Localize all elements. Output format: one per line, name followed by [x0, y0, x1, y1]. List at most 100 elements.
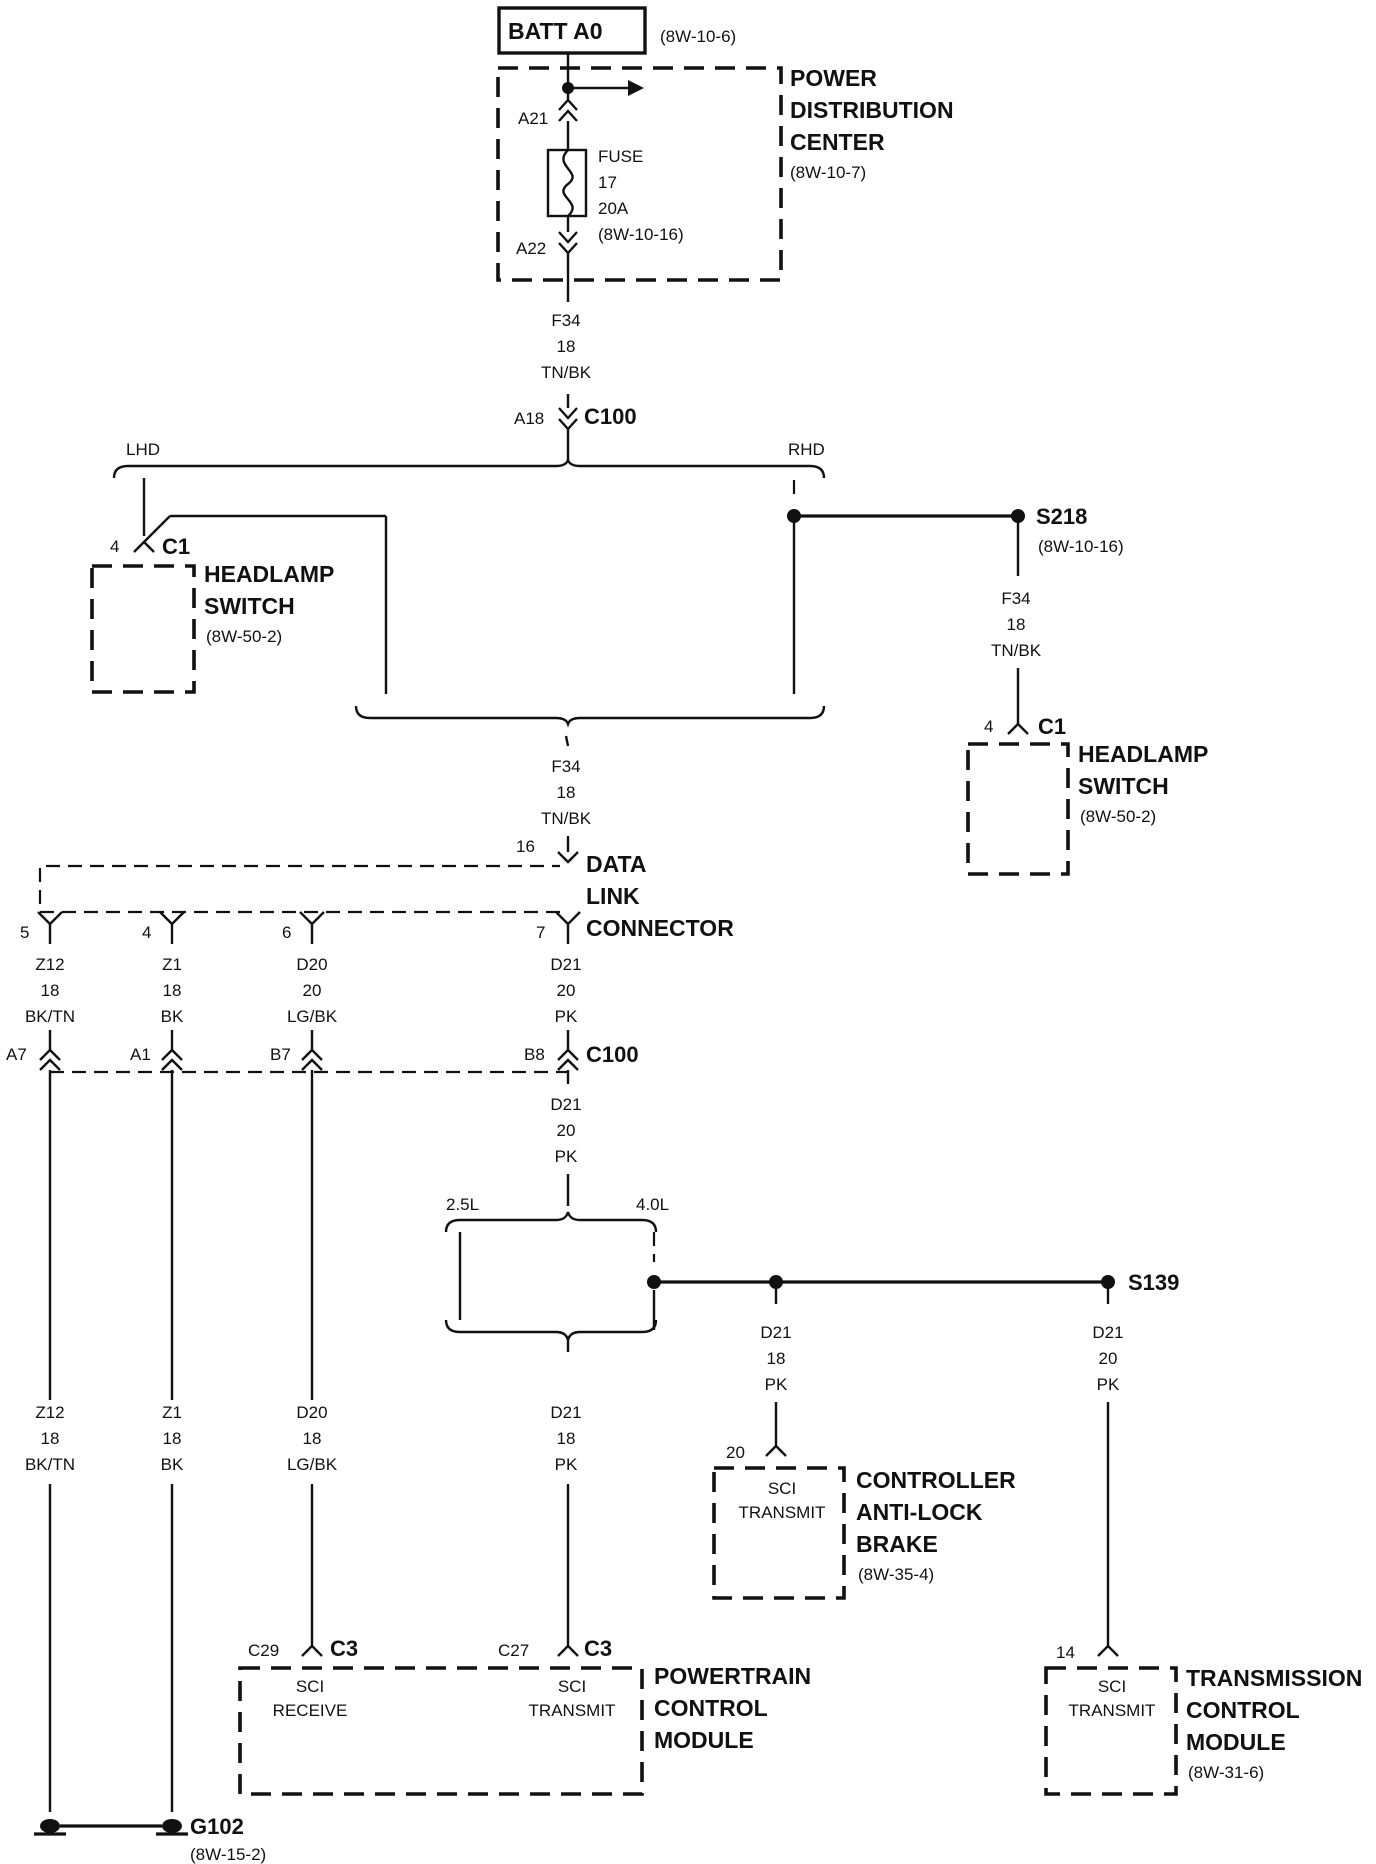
fuse-line-4: (8W-10-16): [598, 225, 684, 244]
wire-z12-upper-1: Z12: [35, 955, 64, 974]
wire-z1-lower-1: Z1: [162, 1403, 182, 1422]
controller-anti-lock-brake: SCI TRANSMIT CONTROLLER ANTI-LOCK BRAKE …: [712, 1466, 1016, 1600]
wire-d20-lower-3: LG/BK: [287, 1455, 338, 1474]
wire-d21-upper-1: D21: [550, 955, 581, 974]
c100-pin-b8: B8: [524, 1045, 545, 1064]
wire-d20-lower-2: 18: [303, 1429, 322, 1448]
wire-d21-lower-2: 18: [557, 1429, 576, 1448]
splice-s218-ref: (8W-10-16): [1038, 537, 1124, 556]
fuse-line-3: 20A: [598, 199, 629, 218]
pdc-pin-bottom: A22: [516, 239, 546, 258]
headlamp-right-connector: C1: [1038, 714, 1066, 739]
wire-d21-c100-2: 20: [557, 1121, 576, 1140]
fuse-17: [546, 148, 588, 218]
pdc-title-3: CENTER: [790, 129, 885, 155]
tcm-title-2: CONTROL: [1186, 1697, 1300, 1723]
battery-label: BATT A0: [508, 18, 603, 44]
data-link-connector: DATA LINK CONNECTOR 16: [38, 837, 734, 941]
wire-f34-top-3: TN/BK: [541, 363, 592, 382]
headlamp-right-pin: 4: [984, 717, 993, 736]
headlamp-right-title-2: SWITCH: [1078, 773, 1169, 799]
ground-ref: (8W-15-2): [190, 1845, 266, 1864]
dlc-title-1: DATA: [586, 851, 646, 877]
tcm-inner-2: TRANSMIT: [1069, 1701, 1156, 1720]
pdc-pin-top: A21: [518, 109, 548, 128]
wire-z1-lower-3: BK: [161, 1455, 184, 1474]
dlc-pin-7: 7: [536, 923, 545, 942]
c100-pin-a1: A1: [130, 1045, 151, 1064]
wire-d21-tcm-3: PK: [1097, 1375, 1120, 1394]
pcm-title-3: MODULE: [654, 1727, 754, 1753]
abs-title-3: BRAKE: [856, 1531, 938, 1557]
dlc-pin-top: 16: [516, 837, 535, 856]
dlc-pin-5: 5: [20, 923, 29, 942]
fuse-line-2: 17: [598, 173, 617, 192]
headlamp-switch-right: HEADLAMP SWITCH (8W-50-2): [966, 741, 1208, 876]
wire-d20-upper-3: LG/BK: [287, 1007, 338, 1026]
headlamp-left-ref: (8W-50-2): [206, 627, 282, 646]
headlamp-switch-left: HEADLAMP SWITCH (8W-50-2): [90, 561, 334, 694]
option-rhd: RHD: [788, 440, 825, 459]
wire-z1-upper-1: Z1: [162, 955, 182, 974]
arrow-right-icon: [628, 80, 644, 96]
headlamp-left-pin: 4: [110, 537, 119, 556]
tcm-ref: (8W-31-6): [1188, 1763, 1264, 1782]
pdc-title-2: DISTRIBUTION: [790, 97, 954, 123]
wire-z1-upper-2: 18: [163, 981, 182, 1000]
wire-d20-upper-1: D20: [296, 955, 327, 974]
wire-f34-mid-3: TN/BK: [541, 809, 592, 828]
dlc-pin-6: 6: [282, 923, 291, 942]
ground-g102: G102 (8W-15-2): [34, 1814, 266, 1864]
dlc-pin-4: 4: [142, 923, 151, 942]
wire-d21-tcm-2: 20: [1099, 1349, 1118, 1368]
pcm-inner-right-1: SCI: [558, 1677, 586, 1696]
wire-z12-lower-1: Z12: [35, 1403, 64, 1422]
abs-ref: (8W-35-4): [858, 1565, 934, 1584]
wire-z1-lower-2: 18: [163, 1429, 182, 1448]
dlc-title-2: LINK: [586, 883, 640, 909]
wire-f34-right-2: 18: [1007, 615, 1026, 634]
tcm-title-3: MODULE: [1186, 1729, 1286, 1755]
ground-name: G102: [190, 1814, 244, 1839]
battery-box: BATT A0 (8W-10-6): [497, 6, 736, 55]
pcm-connector-left: C3: [330, 1636, 358, 1661]
abs-inner-2: TRANSMIT: [739, 1503, 826, 1522]
headlamp-left-title-1: HEADLAMP: [204, 561, 334, 587]
pcm-pin-right: C27: [498, 1641, 529, 1660]
wire-d21-abs-2: 18: [767, 1349, 786, 1368]
c100-pin-a7: A7: [6, 1045, 27, 1064]
wire-f34-right-3: TN/BK: [991, 641, 1042, 660]
headlamp-right-ref: (8W-50-2): [1080, 807, 1156, 826]
wire-d20-upper-2: 20: [303, 981, 322, 1000]
wire-z1-upper-3: BK: [161, 1007, 184, 1026]
c100-pin-b7: B7: [270, 1045, 291, 1064]
wire-d21-c100-1: D21: [550, 1095, 581, 1114]
wire-d21-abs-1: D21: [760, 1323, 791, 1342]
wire-d21-c100-3: PK: [555, 1147, 578, 1166]
wire-z12-upper-3: BK/TN: [25, 1007, 75, 1026]
tcm-title-1: TRANSMISSION: [1186, 1665, 1362, 1691]
pcm-inner-left-2: RECEIVE: [273, 1701, 348, 1720]
wire-d21-abs-3: PK: [765, 1375, 788, 1394]
fuse-line-1: FUSE: [598, 147, 643, 166]
wire-f34-top-1: F34: [551, 311, 580, 330]
tcm-inner-1: SCI: [1098, 1677, 1126, 1696]
pcm-pin-left: C29: [248, 1641, 279, 1660]
headlamp-right-title-1: HEADLAMP: [1078, 741, 1208, 767]
abs-title-2: ANTI-LOCK: [856, 1499, 983, 1525]
option-2-5l: 2.5L: [446, 1195, 479, 1214]
power-distribution-center: POWER DISTRIBUTION CENTER (8W-10-7) A21 …: [496, 65, 954, 282]
splice-s139-name: S139: [1128, 1270, 1179, 1295]
splice-s218-name: S218: [1036, 504, 1087, 529]
c100-top-pin: A18: [514, 409, 544, 428]
abs-pin: 20: [726, 1443, 745, 1462]
headlamp-left-title-2: SWITCH: [204, 593, 295, 619]
pcm-inner-right-2: TRANSMIT: [529, 1701, 616, 1720]
battery-ref: (8W-10-6): [660, 27, 736, 46]
wire-d21-upper-2: 20: [557, 981, 576, 1000]
option-lhd: LHD: [126, 440, 160, 459]
ground-icon-left: [40, 1819, 60, 1833]
option-4-0l: 4.0L: [636, 1195, 669, 1214]
c100-top-name: C100: [584, 404, 637, 429]
